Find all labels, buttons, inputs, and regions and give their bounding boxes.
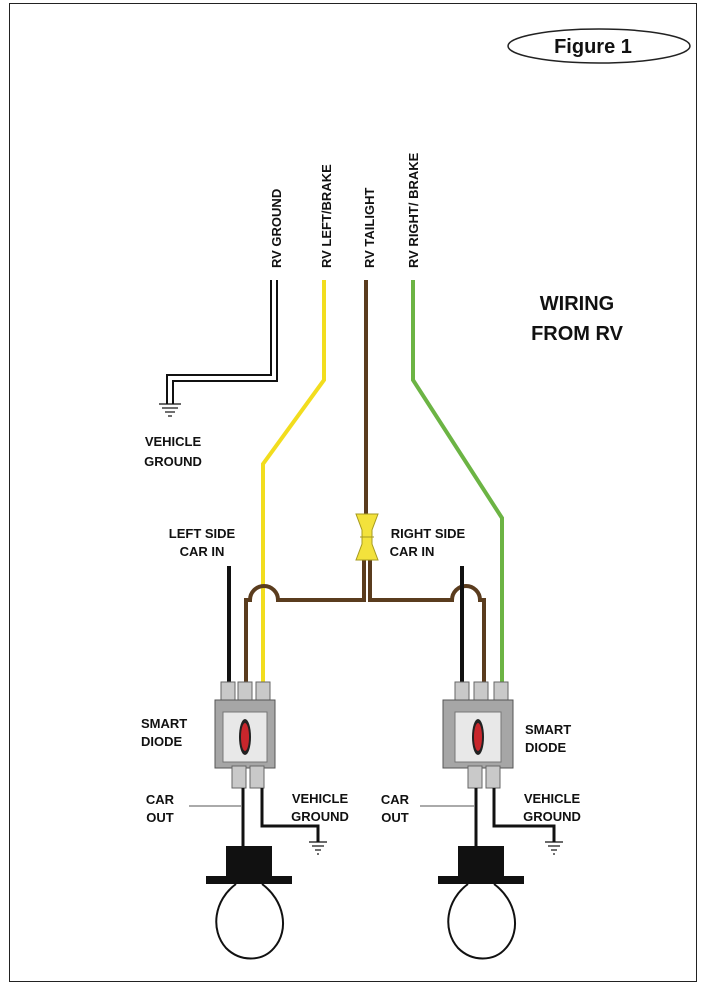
rv-tailight-wire (244, 280, 486, 690)
right-car-out-label-1: CAR (381, 792, 410, 807)
right-bulb (438, 846, 524, 960)
right-vehicle-ground-label-1: VEHICLE (524, 791, 581, 806)
smart-diode-right (442, 681, 514, 789)
left-bulb (206, 846, 292, 960)
figure-badge: Figure 1 (507, 28, 691, 64)
right-car-in-label-1: RIGHT SIDE (391, 526, 466, 541)
figure-frame (9, 3, 697, 982)
rv-left-brake-wire (261, 280, 326, 690)
smart-diode-left-label-2: DIODE (141, 734, 183, 749)
right-car-in-label-2: CAR IN (390, 544, 435, 559)
wire-label-rv-right-brake: RV RIGHT/ BRAKE (406, 152, 421, 268)
wire-label-rv-tailight: RV TAILIGHT (362, 188, 377, 268)
smart-diode-left (214, 681, 276, 789)
wire-label-rv-left-brake: RV LEFT/BRAKE (319, 164, 334, 268)
left-car-out-label-2: OUT (146, 810, 174, 825)
rv-right-brake-wire (411, 280, 504, 690)
smart-diode-right-label-1: SMART (525, 722, 571, 737)
figure-label: Figure 1 (554, 36, 632, 58)
ground-symbol (159, 403, 181, 417)
vehicle-ground-label-top-2: GROUND (144, 454, 202, 469)
vehicle-ground-label-top-1: VEHICLE (145, 434, 202, 449)
left-car-out-label-1: CAR (146, 792, 175, 807)
left-vehicle-ground-label-2: GROUND (291, 809, 349, 824)
left-car-in-label-1: LEFT SIDE (169, 526, 236, 541)
diagram-title-line1: WIRING (540, 293, 614, 315)
right-output-wiring (420, 788, 563, 855)
rv-ground-wire (159, 280, 278, 417)
wire-label-rv-ground: RV GROUND (269, 189, 284, 268)
smart-diode-left-label-1: SMART (141, 716, 187, 731)
diagram-title-line2: FROM RV (531, 323, 624, 345)
right-vehicle-ground-label-2: GROUND (523, 809, 581, 824)
butt-connector (355, 513, 379, 561)
smart-diode-right-label-2: DIODE (525, 740, 567, 755)
left-vehicle-ground-label-1: VEHICLE (292, 791, 349, 806)
right-car-out-label-2: OUT (381, 810, 409, 825)
left-car-in-label-2: CAR IN (180, 544, 225, 559)
left-output-wiring (189, 788, 327, 855)
